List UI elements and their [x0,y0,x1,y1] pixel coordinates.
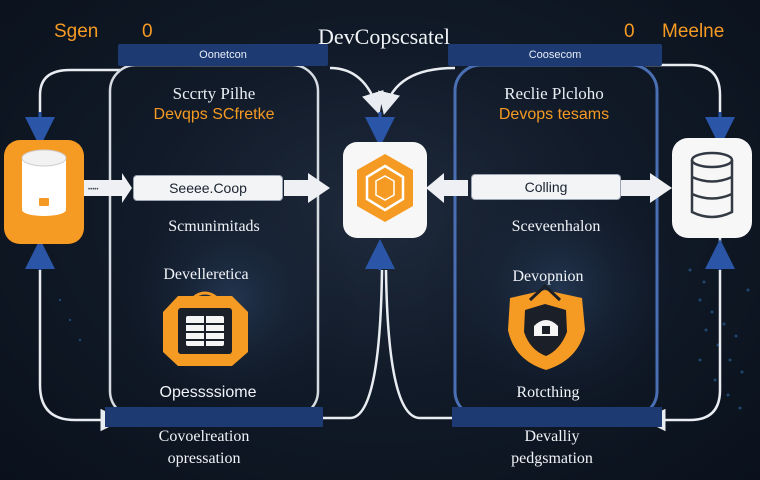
flow-arrow-3 [426,173,468,203]
page-title: DevCopscsatel [318,24,450,49]
header-left-number: 0 [142,21,153,42]
connector-center-top-left [329,66,384,115]
database-icon [672,138,752,238]
lock-icon [163,291,248,366]
header-right-label: Meelne [662,21,725,42]
connector-right-top [645,63,722,135]
connector-left-bottom [38,235,123,432]
left-panel-bar: Seeee.Coop [134,176,282,200]
right-panel-subheading: Devops tesams [498,106,610,123]
left-panel-footer-line-1: Covoelreation [158,428,250,445]
header-left-label: Sgen [54,21,99,42]
right-panel-footer-line-1: Devalliy [524,428,580,445]
right-panel-footer-line-2: pedgsmation [511,450,593,467]
flow-arrow-2 [284,173,330,203]
shield-icon [508,283,585,370]
hexagon-icon [343,142,427,238]
left-panel-stage-3: Opessssiome [159,384,257,401]
right-panel-bar: Colling [472,175,620,199]
connector-center-bottom-right [384,269,455,420]
left-panel-stage-2: Develleretica [163,266,249,283]
right-panel-footer-bar [452,407,662,427]
left-panel-heading: Sccrty Pilhe [172,84,256,103]
connector-center-bottom-left [320,269,384,420]
connector-center-top-right [378,66,456,115]
connector-left-top [38,68,120,135]
left-panel-subheading: Devqps SCfretke [153,106,275,123]
right-panel-stage-3: Rotcthing [516,384,580,401]
right-panel-tab: Coosecom [448,44,662,66]
flow-arrow-4 [620,173,672,203]
right-panel-heading: Reclie Plcloho [504,84,604,103]
header-right-number: 0 [624,21,635,42]
connector-right-bottom [643,235,722,432]
right-panel-stage-1: Sceveenhalon [511,218,601,235]
left-panel-footer-bar [105,407,323,427]
svg-text:•••••: ••••• [88,187,99,193]
background-glow-right [420,150,700,430]
flow-arrow-1: ••••• [84,173,132,203]
right-panel-stage-2: Devopnion [512,268,584,285]
left-panel-footer-line-2: opressation [167,450,241,467]
cylinder-icon [4,140,84,244]
left-panel-tab: Oonetcon [118,44,328,66]
left-panel-stage-1: Scmunimitads [168,218,260,235]
